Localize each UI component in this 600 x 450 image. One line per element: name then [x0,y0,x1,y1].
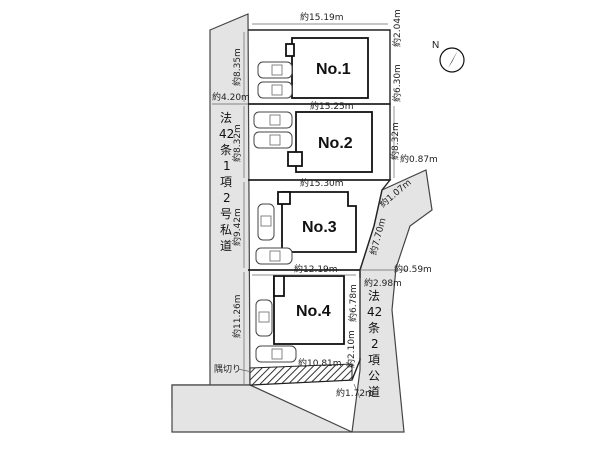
compass-label: N [432,40,439,51]
car-icon [257,61,293,79]
parking-lot-3 [255,203,293,265]
private-road-char: 条 [220,143,232,157]
car-icon [255,299,273,337]
private-road-char: 2 [223,191,231,205]
dim-lot2-corner: 約0.87m [400,153,438,165]
dim-lot1-right: 約2.04m [391,9,403,47]
house-2-label: No.2 [318,135,353,152]
public-road-char: 法 [368,289,380,303]
dim-corner-bottom: 約1.72m [336,387,374,399]
private-road-char: 42 [219,127,234,141]
parking-lot-2 [253,111,293,149]
house-1-entry [285,43,295,57]
house-3-label: No.3 [302,219,337,236]
house-4-entry [273,275,285,297]
dim-lot4-corner: 約0.59m [394,263,432,275]
private-road-char: 項 [220,175,232,189]
compass-icon [439,47,465,73]
corner-cut-label: 隅切り [214,364,241,375]
private-road-extension [171,384,353,433]
dim-lot4-top-right: 約2.98m [364,277,402,289]
dim-lot2-right: 約8.32m [389,122,401,160]
dim-lot3-top: 約15.30m [300,177,344,189]
dim-lot4-right-lower: 約2.10m [345,330,357,368]
car-icon [253,131,293,149]
private-road-char: 法 [220,111,232,125]
house-4 [273,275,345,345]
public-road-char: 条 [368,321,380,335]
dim-lot1-right-lower: 約6.30m [391,64,403,102]
parking-lot-1 [257,61,293,99]
dim-lot1-left: 約8.35m [231,48,243,86]
public-road-char: 道 [368,385,380,399]
public-road-label: 法 42 条 2 項 公 道 [367,289,382,399]
public-road-char: 2 [371,337,379,351]
car-icon [255,345,297,363]
parking-lot-4 [255,299,297,363]
public-road-char: 公 [368,369,380,383]
public-road-char: 項 [368,353,380,367]
dim-lot1-top: 約15.19m [300,11,344,23]
car-icon [253,111,293,129]
dim-lot4-top: 約12.19m [294,263,338,275]
private-road-char: 1 [223,159,231,173]
dim-lot4-right-upper: 約6.78m [347,284,359,322]
public-road-char: 42 [367,305,382,319]
dim-road-width: 約4.20m [212,91,250,103]
compass: N [432,40,465,73]
house-2 [295,111,373,173]
house-3-entry [277,191,291,205]
car-icon [257,203,275,241]
dim-lot4-left: 約11.26m [231,294,243,338]
private-road-char: 号 [220,207,232,221]
private-road-label: 法 42 条 1 項 2 号 私 道 [219,111,234,253]
dim-lot2-left: 約8.32m [231,124,243,162]
corner-cut [249,363,353,386]
dim-lot4-bottom: 約10.81m [298,357,342,369]
house-2-entry [287,151,303,167]
house-4-label: No.4 [296,303,331,320]
private-road-char: 道 [220,239,232,253]
car-icon [257,81,293,99]
house-1-label: No.1 [316,61,351,78]
dim-lot2-top: 約15.25m [310,100,354,112]
private-road-char: 私 [220,223,232,237]
dim-lot3-left: 約9.42m [231,208,243,246]
car-icon [255,247,293,265]
